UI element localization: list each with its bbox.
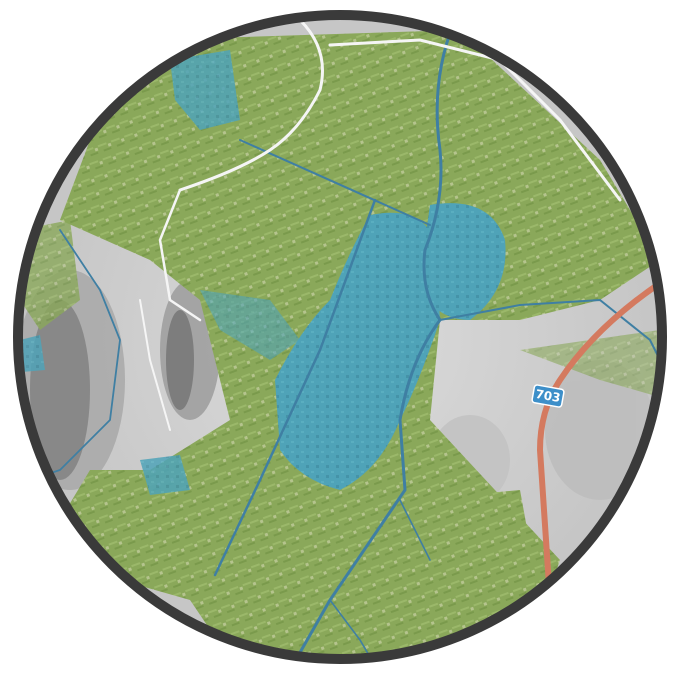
road-shield-label: 703 [534, 387, 561, 405]
road-shield-703: 703 [531, 384, 565, 408]
main-road-703 [536, 267, 658, 603]
streams [29, 19, 658, 655]
map-frame [13, 10, 667, 664]
